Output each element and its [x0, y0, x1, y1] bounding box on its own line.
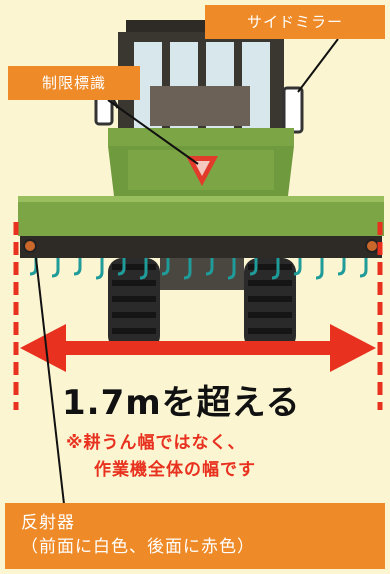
reflector-detail: （前面に白色、後面に赤色）	[21, 537, 255, 557]
reflector-label: 反射器 （前面に白色、後面に赤色）	[5, 503, 385, 569]
width-note-line1: ※耕うん幅ではなく、	[66, 433, 246, 453]
triangle-sign-icon	[186, 156, 218, 186]
width-note-line2: 作業機全体の幅です	[94, 460, 256, 480]
reflector-title: 反射器	[21, 513, 75, 533]
side-mirror-label: サイドミラー	[205, 5, 385, 39]
width-measurement-text: 1.7mを超える	[62, 383, 301, 423]
leader-lines	[35, 38, 339, 505]
limit-sign-label: 制限標識	[8, 66, 140, 100]
tractor-wheels	[108, 250, 296, 350]
reflector-icon	[23, 239, 379, 253]
tines	[29, 258, 368, 280]
width-guide-lines	[13, 222, 383, 410]
double-arrow-icon	[20, 324, 376, 372]
implement-body	[18, 196, 384, 258]
